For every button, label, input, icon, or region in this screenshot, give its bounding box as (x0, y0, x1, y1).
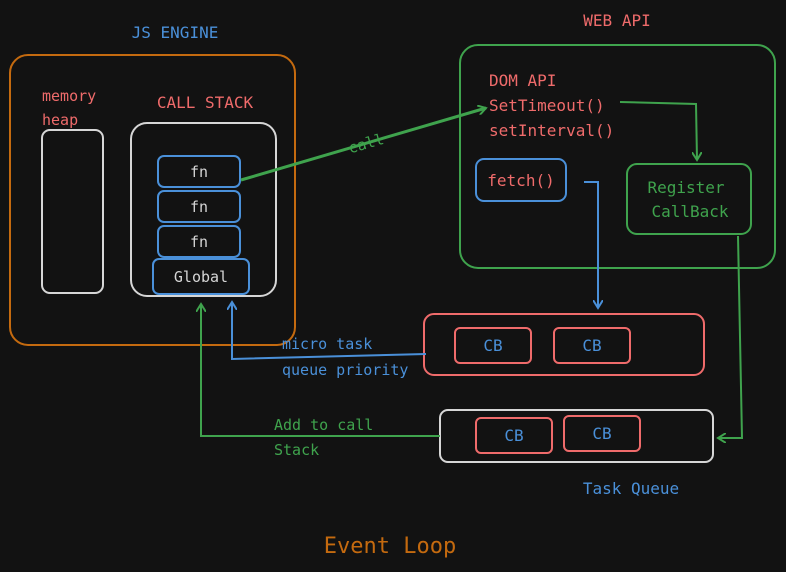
stack-frame: fn (157, 190, 241, 223)
set-timeout-label: SetTimeout() (489, 96, 605, 115)
memory-heap-label-line1: memory (42, 87, 96, 105)
microtask-item: CB (454, 327, 532, 364)
register-label-line1: Register (647, 178, 724, 197)
register-to-taskqueue-arrow (718, 235, 744, 438)
memory-heap-label-line2: heap (42, 111, 78, 129)
stack-frame: fn (157, 155, 241, 188)
stack-frame-label: fn (190, 198, 208, 216)
microtask-to-stack-arrow (232, 302, 427, 361)
js-engine-title: JS ENGINE (132, 23, 219, 42)
task-item-label: CB (592, 424, 611, 443)
fetch-to-microtask-arrow (584, 181, 598, 308)
task-item: CB (563, 415, 641, 452)
call-stack-box (130, 122, 277, 297)
web-api-title: WEB API (583, 11, 650, 30)
timeout-to-register-arrow (619, 101, 697, 160)
stack-frame-label: Global (174, 268, 228, 286)
microtask-item-label: CB (483, 336, 502, 355)
set-interval-label: setInterval() (489, 121, 614, 140)
call-arrow (240, 108, 486, 182)
task-item: CB (475, 417, 553, 454)
taskqueue-to-stack-arrow (201, 304, 440, 437)
microtask-item-label: CB (582, 336, 601, 355)
microtask-label-line1: micro task (282, 335, 372, 353)
add-to-stack-label-line1: Add to call (274, 416, 373, 434)
task-item-label: CB (504, 426, 523, 445)
fetch-label: fetch() (487, 171, 554, 190)
dom-api-label: DOM API (489, 71, 556, 90)
add-to-stack-label-line2: Stack (274, 441, 319, 459)
stack-frame: fn (157, 225, 241, 258)
call-arrow-label: call (346, 130, 386, 157)
microtask-queue-box (423, 313, 705, 376)
stack-frame-label: fn (190, 233, 208, 251)
task-queue-title: Task Queue (583, 479, 679, 498)
register-label-line2: CallBack (651, 202, 728, 221)
microtask-item: CB (553, 327, 631, 364)
stack-frame-label: fn (190, 163, 208, 181)
fetch-box: fetch() (475, 158, 567, 202)
microtask-label-line2: queue priority (282, 361, 408, 379)
memory-heap-box (41, 129, 104, 294)
web-api-box (459, 44, 776, 269)
stack-frame-global: Global (152, 258, 250, 295)
register-callback-box: Register CallBack (626, 163, 752, 235)
call-stack-title: CALL STACK (157, 93, 254, 112)
js-engine-box (9, 54, 296, 346)
event-loop-title: Event Loop (324, 534, 456, 559)
